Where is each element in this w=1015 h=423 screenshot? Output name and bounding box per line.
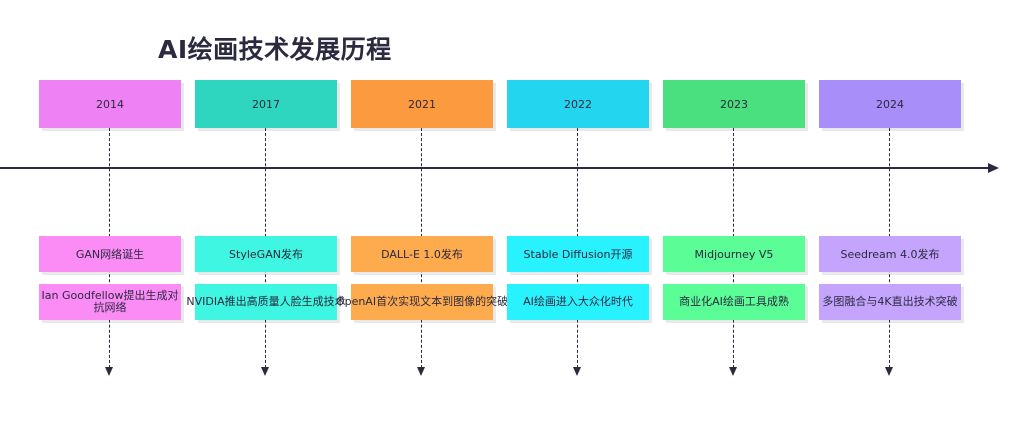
year-box: 2021 [351, 80, 493, 128]
year-box: 2022 [507, 80, 649, 128]
timeline-entry-2022: 2022 Stable Diffusion开源 AI绘画进入大众化时代 [507, 0, 649, 423]
timeline-axis [0, 167, 990, 169]
year-box: 2024 [819, 80, 961, 128]
description-box: NVIDIA推出高质量人脸生成技术 [186, 284, 346, 320]
diagram-title: AI绘画技术发展历程 [158, 35, 392, 64]
description-box: Ian Goodfellow提出生成对抗网络 [39, 284, 181, 320]
year-box: 2014 [39, 80, 181, 128]
timeline-entry-2024: 2024 Seedream 4.0发布 多图融合与4K直出技术突破 [819, 0, 961, 423]
connector-arrowhead [885, 367, 893, 376]
description-box: AI绘画进入大众化时代 [507, 284, 649, 320]
description-box: 商业化AI绘画工具成熟 [663, 284, 805, 320]
connector-arrowhead [729, 367, 737, 376]
event-box: Seedream 4.0发布 [819, 236, 961, 272]
year-box: 2017 [195, 80, 337, 128]
description-box: OpenAI首次实现文本到图像的突破 [336, 284, 508, 320]
connector-arrowhead [417, 367, 425, 376]
description-box: 多图融合与4K直出技术突破 [819, 284, 961, 320]
timeline-entry-2014: 2014 GAN网络诞生 Ian Goodfellow提出生成对抗网络 [39, 0, 181, 423]
event-box: Midjourney V5 [663, 236, 805, 272]
event-box: StyleGAN发布 [195, 236, 337, 272]
connector-arrowhead [105, 367, 113, 376]
year-box: 2023 [663, 80, 805, 128]
timeline-entry-2023: 2023 Midjourney V5 商业化AI绘画工具成熟 [663, 0, 805, 423]
timeline-entry-2017: 2017 StyleGAN发布 NVIDIA推出高质量人脸生成技术 [186, 0, 346, 423]
event-box: Stable Diffusion开源 [507, 236, 649, 272]
event-box: DALL-E 1.0发布 [351, 236, 493, 272]
timeline-axis-arrowhead [988, 163, 999, 173]
timeline-entry-2021: 2021 DALL-E 1.0发布 OpenAI首次实现文本到图像的突破 [336, 0, 508, 423]
connector-arrowhead [261, 367, 269, 376]
event-box: GAN网络诞生 [39, 236, 181, 272]
connector-arrowhead [573, 367, 581, 376]
